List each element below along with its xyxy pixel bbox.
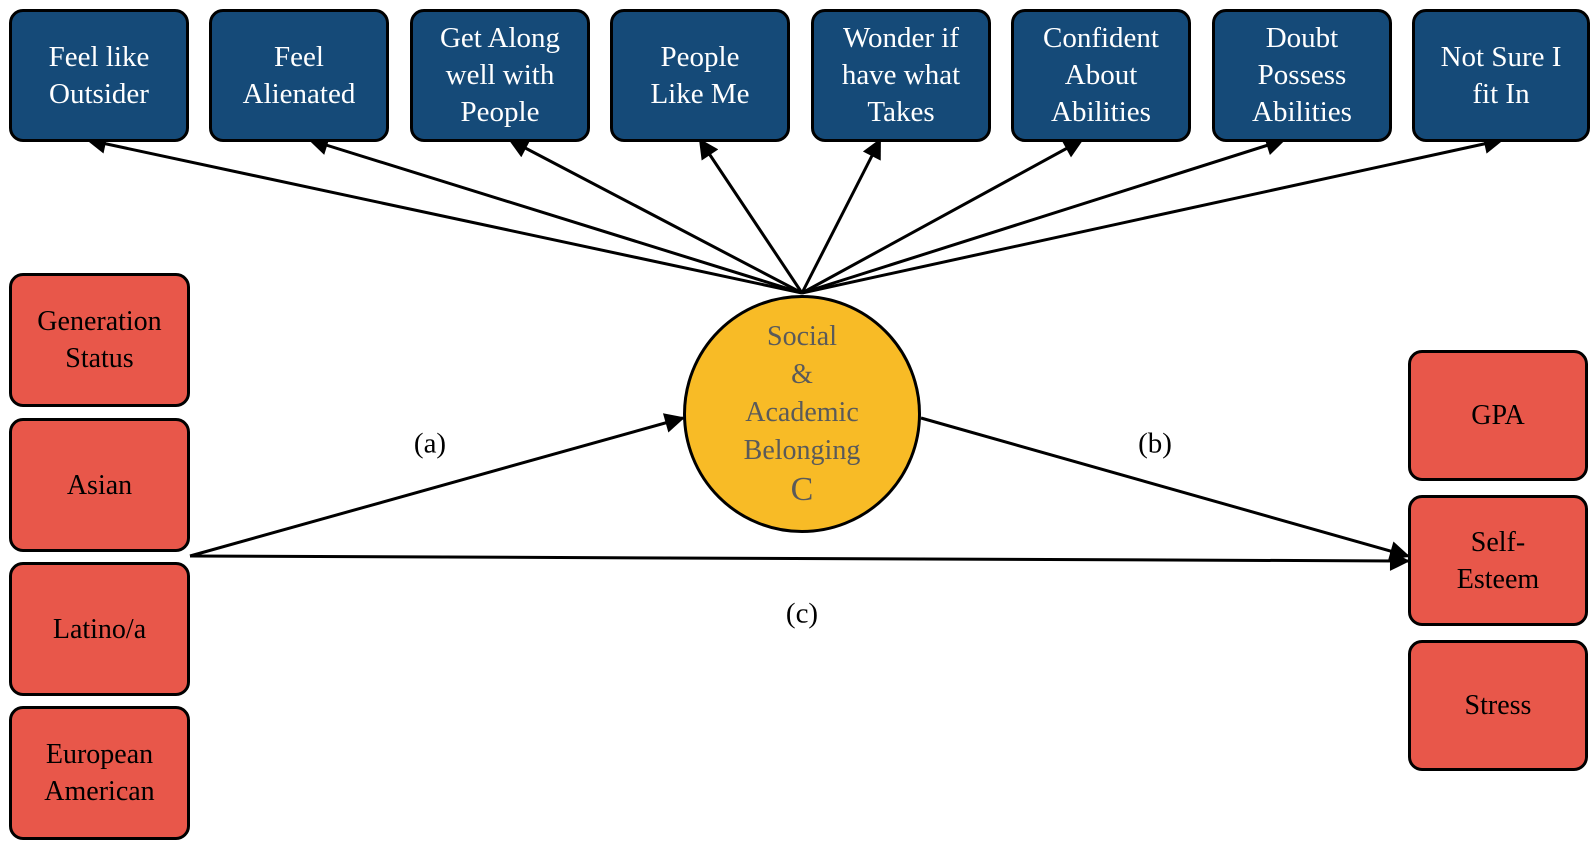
outcome-box-stress: Stress [1408,640,1588,771]
outcome-label: Stress [1464,690,1532,721]
indicator-label: Not Sure I fit In [1440,40,1562,110]
predictor-box-latino: Latino/a [9,562,190,696]
mediator-code: C [790,471,814,508]
mediator-line-4: Belonging [743,435,861,466]
indicator-label: Doubt Possess Abilities [1252,22,1352,128]
predictor-box-generation-status: Generation Status [9,273,190,407]
loading-arrow-3 [508,138,803,295]
mediator-circle: Social & Academic Belonging C [683,295,921,533]
mediator-line-1: Social [767,321,837,352]
loading-arrow-4 [698,138,804,294]
indicator-label: Feel Alienated [242,40,356,110]
predictor-box-asian: Asian [9,418,190,552]
mediator-line-3: Academic [745,397,859,428]
loading-arrow-7 [801,135,1286,295]
indicator-box-3: Get Along well with People [410,9,590,142]
indicator-box-6: Confident About Abilities [1011,9,1191,142]
indicator-label: Get Along well with People [439,22,561,128]
indicator-label: People Like Me [650,40,750,110]
predictor-label: Generation Status [37,306,162,374]
path-c-arrow [189,550,1410,571]
indicator-box-8: Not Sure I fit In [1412,9,1590,142]
outcome-box-self-esteem: Self- Esteem [1408,495,1588,626]
outcome-box-gpa: GPA [1408,350,1588,481]
loading-arrow-5 [800,138,882,294]
path-a-arrow [189,413,685,558]
predictor-box-european-american: European American [9,706,190,840]
outcome-label: Self- Esteem [1456,526,1540,595]
predictor-label: European American [44,739,155,807]
predictor-label: Asian [66,469,133,501]
indicator-label: Confident About Abilities [1043,22,1159,128]
indicator-box-2: Feel Alienated [209,9,389,142]
outcome-label: GPA [1471,400,1525,431]
mediator-line-2: & [791,359,813,390]
loading-arrow-1 [86,133,803,295]
loading-arrow-2 [308,135,803,295]
indicator-box-4: People Like Me [610,9,790,142]
indicator-box-7: Doubt Possess Abilities [1212,9,1392,142]
path-b-arrow [920,416,1410,561]
path-b-label: (b) [1138,427,1172,460]
loading-arrow-8 [801,134,1504,295]
indicator-label: Feel like Outsider [48,40,150,110]
indicator-box-5: Wonder if have what Takes [811,9,991,142]
loading-arrow-6 [801,138,1084,295]
indicator-box-1: Feel like Outsider [9,9,189,142]
path-a-label: (a) [413,427,447,460]
predictor-label: Latino/a [52,613,147,645]
indicator-label: Wonder if have what Takes [841,22,961,128]
path-c-label: (c) [785,597,819,630]
